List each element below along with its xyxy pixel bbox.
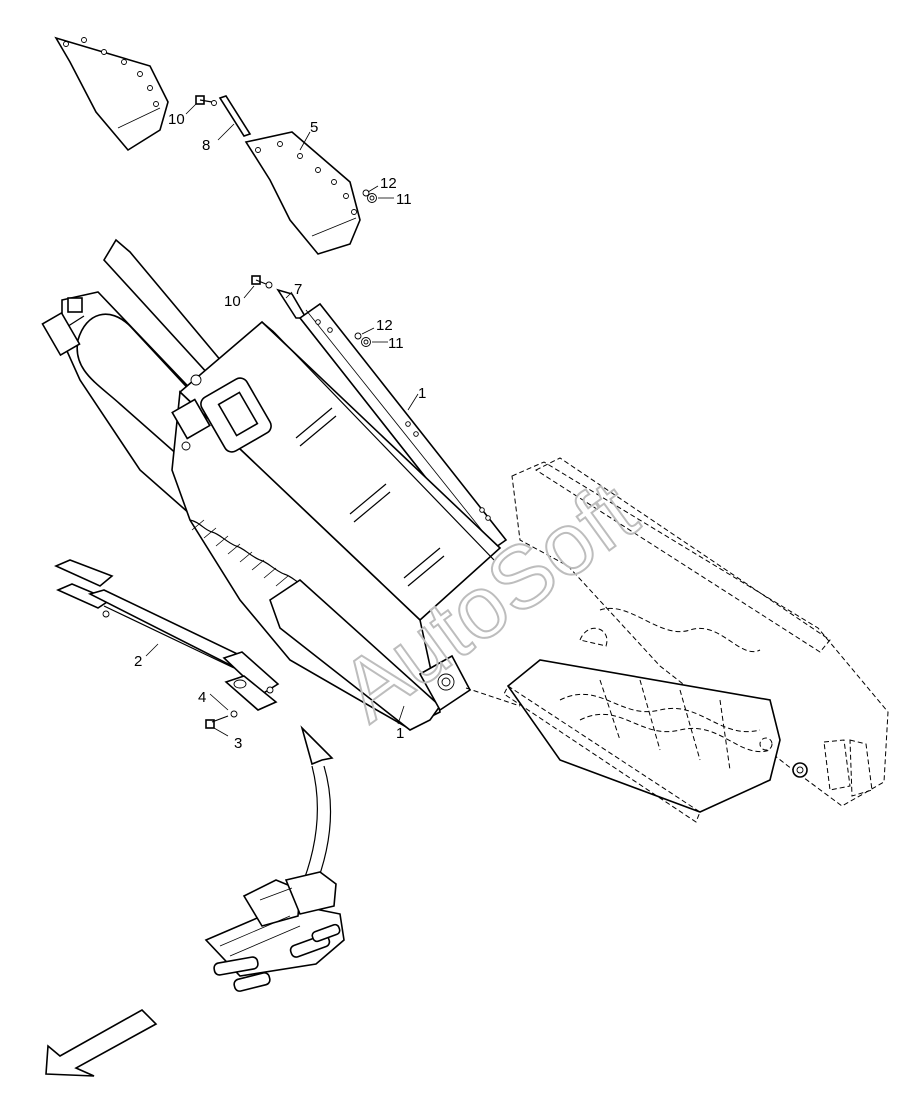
callout-4: 4 xyxy=(198,689,206,706)
nut-washer-middle xyxy=(354,332,371,347)
bolt-3-washer-4 xyxy=(205,710,238,729)
callout-5: 5 xyxy=(310,119,318,136)
bolt-10-top xyxy=(195,95,217,106)
callout-8: 8 xyxy=(202,137,210,154)
callout-11-top: 11 xyxy=(396,191,412,208)
callout-10-middle: 10 xyxy=(224,293,241,310)
callout-7: 7 xyxy=(294,281,302,298)
strip-8 xyxy=(218,95,252,137)
callout-12-middle: 12 xyxy=(376,317,393,334)
direction-arrow xyxy=(45,1009,158,1077)
nut-washer-upper xyxy=(362,189,377,203)
conveyor-assembly xyxy=(41,238,502,731)
base-frame xyxy=(503,457,889,823)
callout-10-top: 10 xyxy=(168,111,185,128)
callout-2: 2 xyxy=(134,653,142,670)
callout-12-top: 12 xyxy=(380,175,397,192)
callout-3: 3 xyxy=(234,735,242,752)
callout-1-upper: 1 xyxy=(418,385,426,402)
leader-lines xyxy=(145,103,419,737)
side-plate-left xyxy=(54,36,169,152)
side-plate-5 xyxy=(244,131,361,255)
callout-labels: 10 8 5 12 11 10 7 12 11 1 2 4 3 1 xyxy=(134,111,426,752)
callout-1-lower: 1 xyxy=(396,725,404,742)
bolt-10-middle xyxy=(251,275,273,289)
machine-thumbnail xyxy=(204,871,345,992)
support-bracket-2 xyxy=(54,559,280,711)
callout-11-middle: 11 xyxy=(388,335,404,352)
